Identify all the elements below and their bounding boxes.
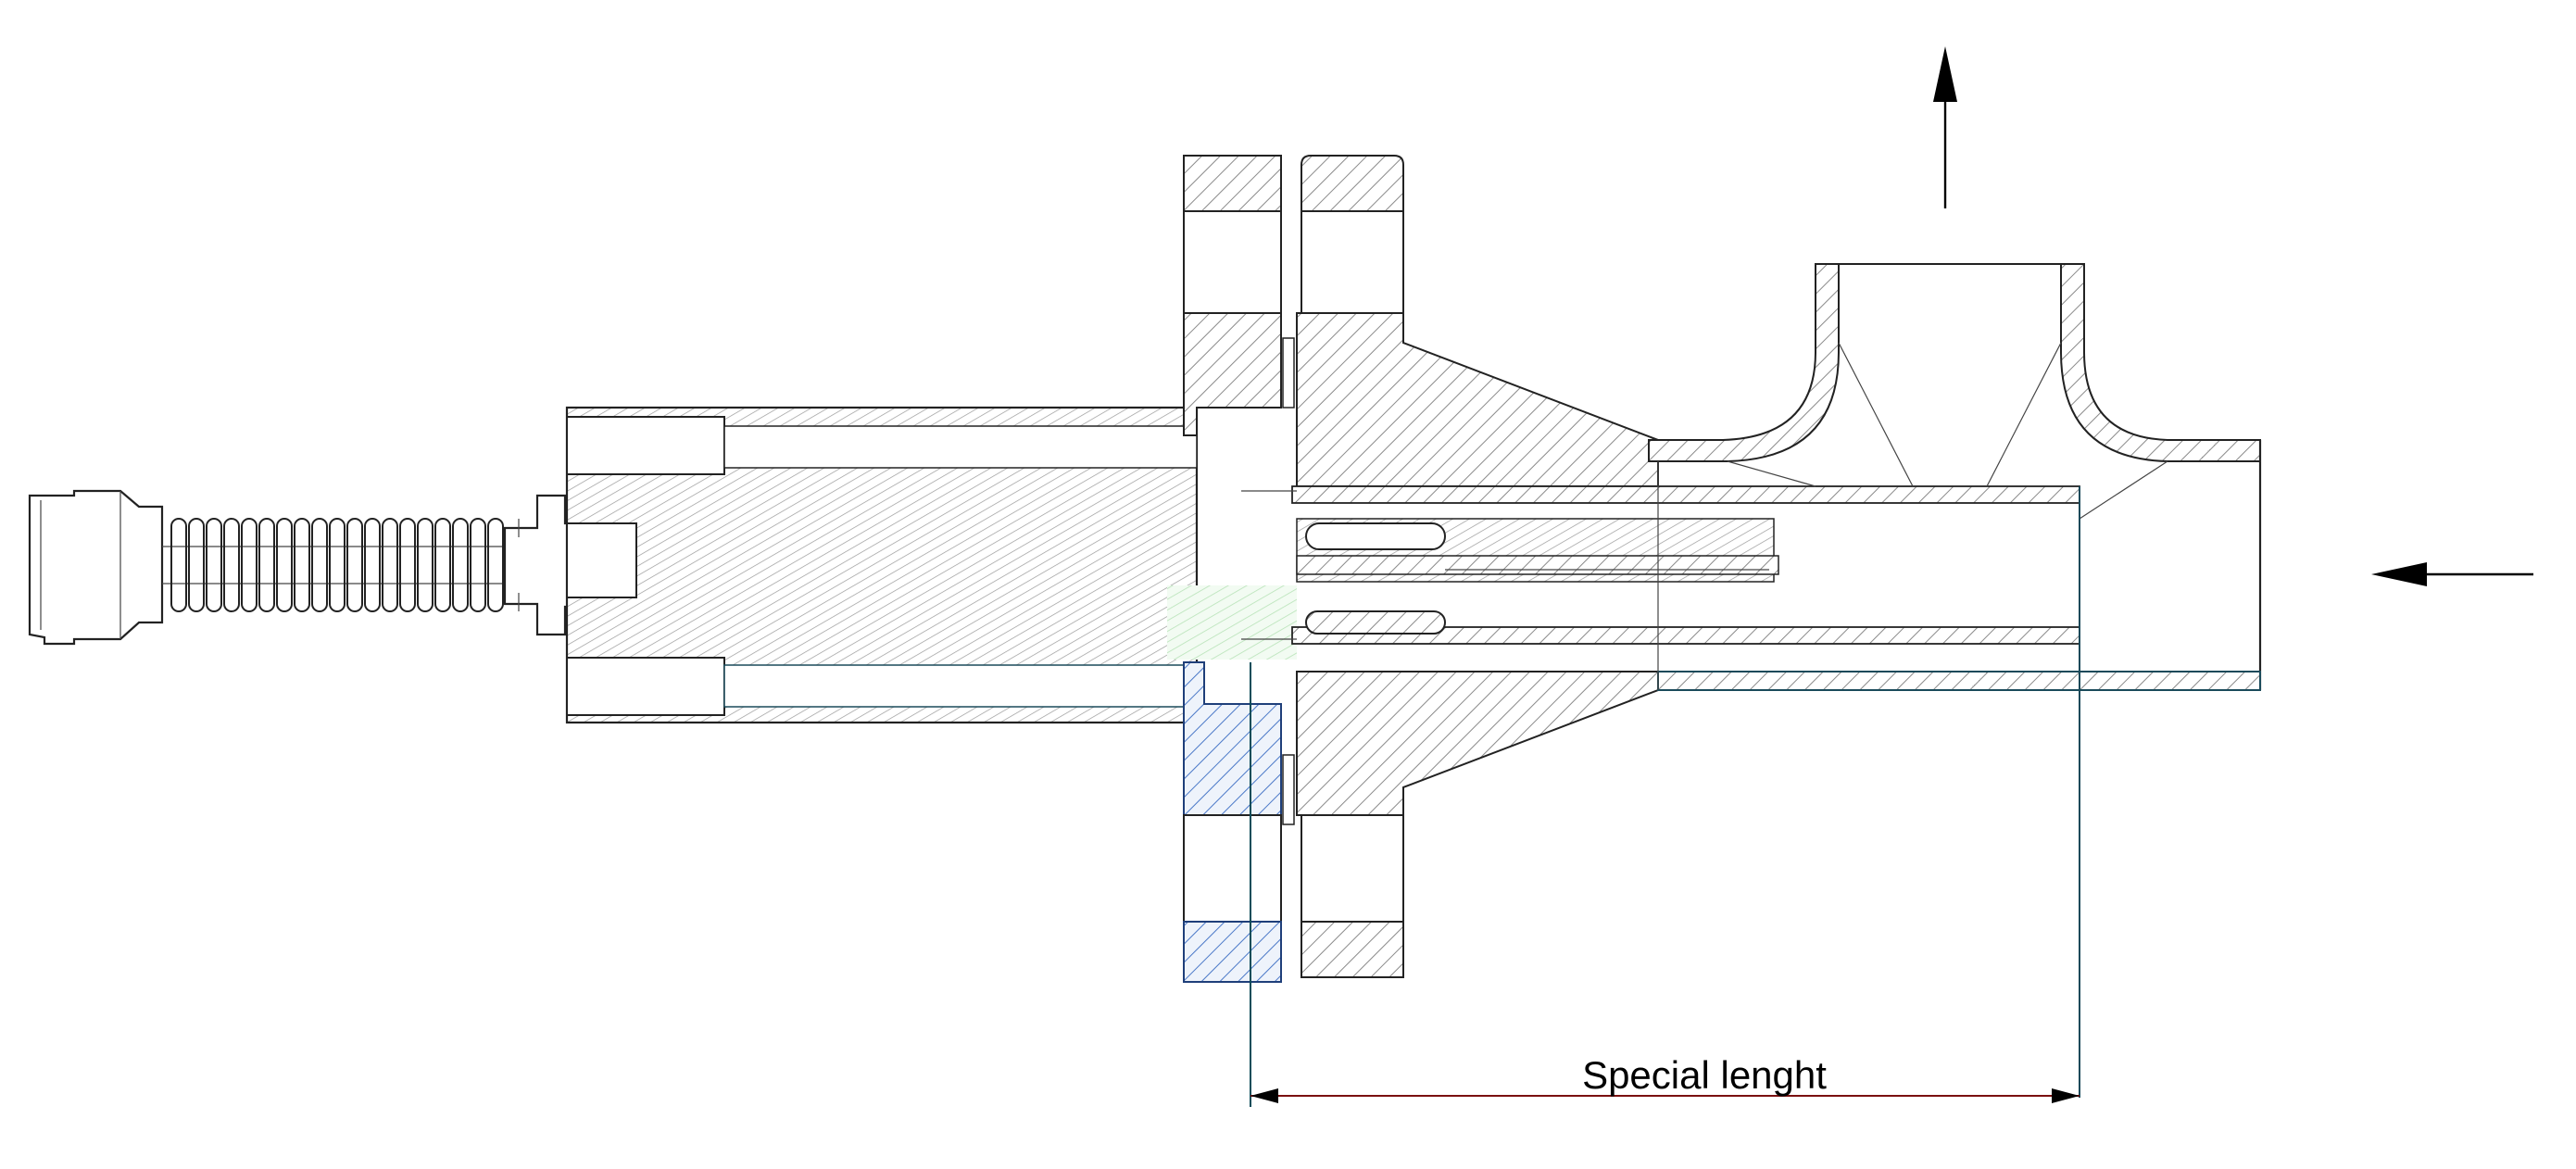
spring-loop	[294, 518, 310, 612]
dimension-special-length: Special lenght	[1250, 662, 2080, 1107]
spring-coil	[162, 518, 505, 612]
spring-loop	[364, 518, 381, 612]
spring-loop	[276, 518, 293, 612]
flange-left	[1183, 155, 1282, 983]
spring-loop	[434, 518, 451, 612]
spring-loop	[470, 518, 486, 612]
spring-loop	[188, 518, 205, 612]
connector-plug	[28, 489, 164, 646]
cone-body	[1282, 312, 1659, 825]
spring-loop	[329, 518, 346, 612]
spring-loop	[382, 518, 398, 612]
dimension-label: Special lenght	[1582, 1053, 1827, 1097]
flange-right	[1301, 155, 1404, 978]
flow-arrow-left	[2371, 562, 2533, 586]
spring-loop	[399, 518, 416, 612]
inner-lance	[1241, 485, 2080, 645]
spring-loop	[452, 518, 469, 612]
spring-loop	[346, 518, 363, 612]
housing-tube	[565, 406, 1297, 724]
spring-loop	[223, 518, 240, 612]
spring-loop	[487, 518, 504, 612]
spring-loop	[258, 518, 275, 612]
spring-loop	[170, 518, 187, 612]
spring-loop	[417, 518, 434, 612]
flow-arrow-up	[1933, 46, 1957, 208]
spring-loop	[206, 518, 222, 612]
spring-loop	[241, 518, 258, 612]
tee-outlet-pipe	[1648, 263, 2262, 1098]
spring-loop	[311, 518, 328, 612]
